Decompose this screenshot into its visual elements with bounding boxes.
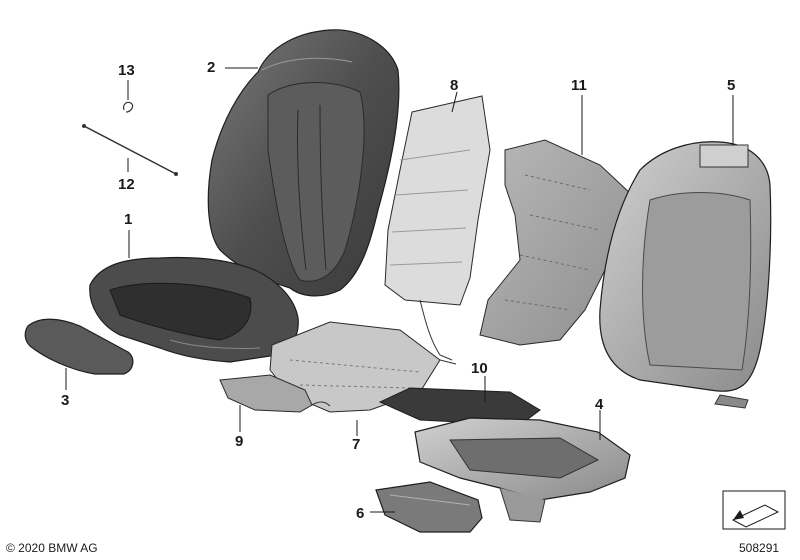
label-part-2: 2: [207, 59, 216, 76]
label-part-8: 8: [450, 77, 459, 94]
part-11-backrest-panel: [479, 139, 633, 346]
part-12-wire: [82, 124, 178, 176]
label-part-10: 10: [471, 360, 488, 377]
label-part-11: 11: [571, 77, 587, 94]
label-part-3: 3: [61, 392, 70, 409]
label-part-9: 9: [235, 433, 244, 450]
part-13-clip: [123, 101, 134, 113]
part-3-side-trim: [24, 318, 134, 375]
part-4-seat-shell: [414, 417, 631, 523]
leader-lines: [65, 67, 734, 513]
copyright-text: © 2020 BMW AG: [6, 541, 98, 555]
label-part-4: 4: [595, 396, 604, 413]
label-part-5: 5: [727, 77, 736, 94]
part-8-backrest-foam-mat: [384, 95, 491, 361]
part-1-seat-cover: [89, 256, 299, 363]
label-part-1: 1: [124, 211, 133, 228]
part-5-backrest-shell: [599, 141, 772, 409]
part-9-foam-insert: [219, 374, 331, 413]
label-part-12: 12: [118, 176, 135, 193]
part-6-front-extension: [375, 481, 483, 533]
part-2-backrest-cover: [207, 29, 400, 297]
diagram-number: 508291: [739, 541, 780, 555]
label-part-7: 7: [352, 436, 361, 453]
label-part-13: 13: [118, 62, 135, 79]
label-part-6: 6: [356, 505, 365, 522]
orientation-arrow-icon: [722, 490, 786, 530]
part-10-seat-foam-pad: [378, 387, 541, 426]
